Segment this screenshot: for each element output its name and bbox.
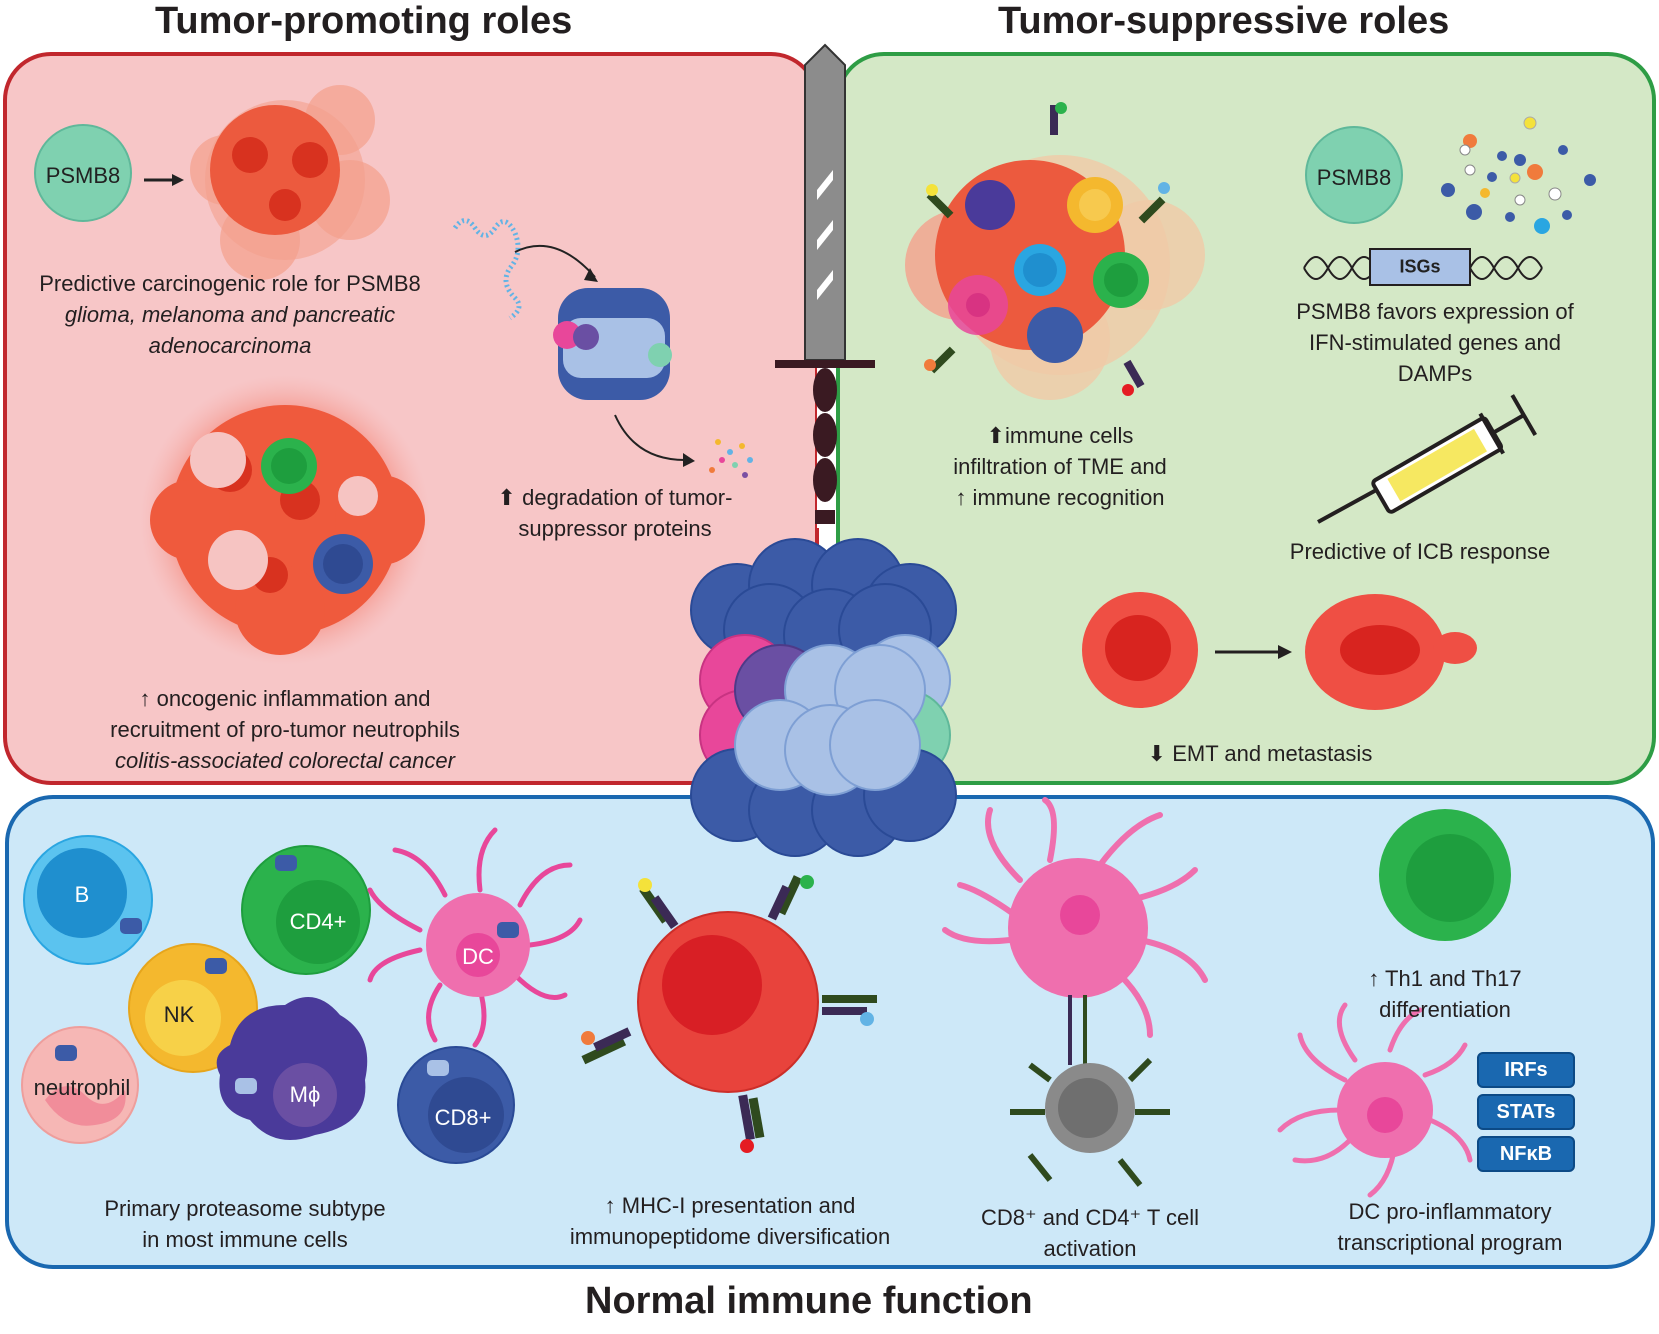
cd8-cell — [397, 1046, 515, 1164]
neutrophil-cell — [21, 1026, 139, 1144]
th-differentiation-text: ↑ Th1 and Th17 differentiation — [1368, 966, 1522, 1022]
primary-proteasome-text: Primary proteasome subtype in most immun… — [104, 1196, 386, 1252]
cell-label-macrophage: Mϕ — [289, 1082, 321, 1107]
badge-irfs: IRFs — [1477, 1052, 1575, 1088]
cell-label-cd8: CD8+ — [434, 1105, 492, 1130]
tcell-activation — [1010, 995, 1170, 1187]
psmb8-label-left: PSMB8 — [45, 163, 121, 188]
dc-cell-proinflammatory — [1277, 1002, 1473, 1198]
degradation-text: ⬆ degradation of tumor- suppressor prote… — [497, 485, 733, 541]
mhc-presenting-cell — [581, 875, 877, 1153]
macrophage-cell — [216, 997, 368, 1140]
tumor-neutrophil-cluster — [140, 375, 430, 665]
dc-cell-left — [367, 827, 583, 1048]
emt-metastasis-text: ⬇ EMT and metastasis — [1147, 741, 1373, 766]
tumor-immune-cluster — [905, 155, 1205, 400]
mhc-presentation-text: ↑ MHC-I presentation and immunopeptidome… — [569, 1193, 891, 1249]
psmb8-favors-text: PSMB8 favors expression of IFN-stimulate… — [1296, 299, 1574, 386]
cell-label-cd4: CD4+ — [289, 909, 347, 934]
cell-label-dc: DC — [462, 944, 494, 969]
heading-normal-immune: Normal immune function — [585, 1280, 1033, 1322]
heading-tumor-promoting: Tumor-promoting roles — [155, 0, 573, 42]
badge-stats: STATs — [1477, 1094, 1575, 1130]
syringe-icon — [1317, 394, 1538, 524]
heading-tumor-suppressive: Tumor-suppressive roles — [998, 0, 1450, 42]
dna-helix — [1303, 248, 1543, 286]
sword — [775, 43, 875, 528]
dc-cell-activation — [942, 797, 1208, 1038]
badge-nfkb: NFκB — [1477, 1136, 1575, 1172]
cell-label-b: B — [74, 882, 90, 907]
psmb8-circle-left — [34, 124, 132, 222]
emt-arrow — [1215, 645, 1292, 659]
psmb8-circle-right — [1305, 126, 1403, 224]
predictive-carcinogenic-text: Predictive carcinogenic role for PSMB8 g… — [39, 271, 421, 358]
cd4-cell — [241, 845, 371, 975]
cell-label-nk: NK — [163, 1002, 195, 1027]
icb-response-text: Predictive of ICB response — [1289, 539, 1551, 564]
tcell-activation-text: CD8⁺ and CD4⁺ T cell activation — [980, 1205, 1200, 1261]
proteasome-large — [690, 538, 957, 857]
immune-infiltration-text: ⬆immune cells infiltration of TME and ↑ … — [953, 423, 1167, 510]
psmb8-label-right: PSMB8 — [1316, 165, 1392, 190]
dc-program-text: DC pro-inflammatory transcriptional prog… — [1337, 1199, 1563, 1255]
arrow-from-proteasome — [614, 414, 686, 461]
emt-cell-after — [1305, 594, 1477, 710]
th-cell — [1379, 809, 1511, 941]
peptide-fragments — [709, 439, 753, 478]
cell-label-neutrophil: neutrophil — [33, 1075, 131, 1100]
tumor-cluster-top-left — [190, 85, 390, 280]
inflammation-text: ↑ oncogenic inflammation and recruitment… — [110, 686, 460, 773]
proteasome-small — [553, 288, 672, 400]
mhc-complexes-top-right — [924, 102, 1170, 396]
nk-cell — [128, 943, 258, 1073]
damp-dots — [1441, 116, 1596, 234]
peptide-chain — [452, 218, 522, 321]
arrow-psmb8-to-tumor — [144, 174, 184, 186]
emt-cell-before — [1082, 592, 1198, 708]
b-cell — [23, 835, 153, 965]
isgs-label: ISGs — [1399, 256, 1441, 277]
arrow-to-proteasome — [514, 244, 596, 278]
